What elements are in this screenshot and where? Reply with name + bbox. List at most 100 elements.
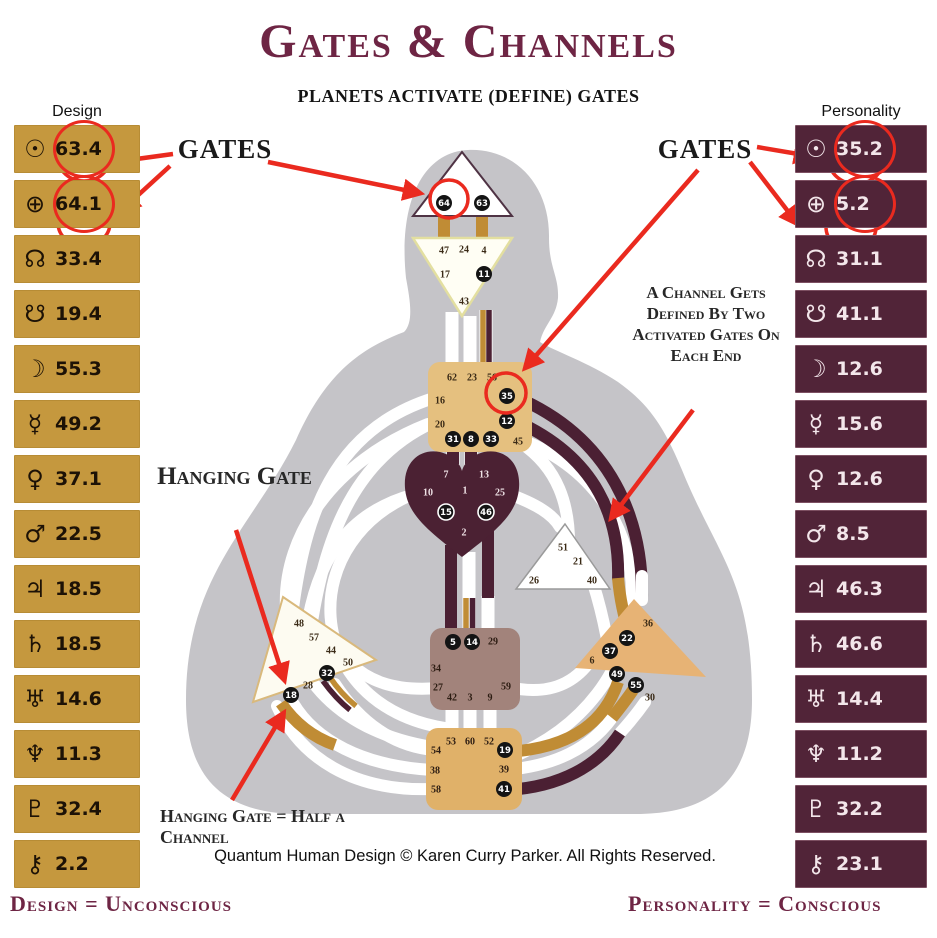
design-row-jupiter: ♃18.5 — [14, 565, 140, 613]
personality-gate-value: 12.6 — [836, 468, 883, 490]
design-gate-value: 33.4 — [55, 248, 102, 270]
gate-33-number: 33 — [485, 435, 497, 445]
personality-row-sun: ☉ 35.2 — [795, 120, 927, 178]
gate-55-number: 55 — [630, 681, 642, 691]
mercury-symbol: ☿ — [27, 410, 43, 438]
design-column: ☉63.4⊕64.1☊33.4☋19.4☽55.3☿49.2♀37.1♂22.5… — [14, 120, 140, 888]
gate-51-number: 51 — [558, 543, 568, 554]
personality-gate-value: 35.2 — [836, 138, 883, 160]
personality-gate-value: 14.4 — [836, 688, 883, 710]
saturn-symbol: ♄ — [805, 630, 827, 658]
gate-53-number: 53 — [446, 737, 456, 748]
design-row-uranus: ♅14.6 — [14, 675, 140, 723]
sun-symbol: ☉ — [805, 135, 827, 163]
throat-center — [428, 362, 532, 452]
gate-11-number: 11 — [478, 270, 490, 280]
gate-5-activated — [445, 634, 461, 650]
design-column-header: Design — [52, 103, 102, 120]
moon-symbol: ☽ — [24, 355, 46, 383]
red-circle-throat-gate-35 — [484, 371, 528, 415]
design-gate-value: 37.1 — [55, 468, 102, 490]
gate-36-number: 36 — [643, 619, 653, 630]
mars-symbol: ♂ — [24, 520, 46, 548]
chiron-symbol: ⚷ — [807, 850, 825, 878]
gate-15-activated — [437, 503, 455, 521]
neptune-symbol: ♆ — [805, 740, 827, 768]
gate-32-number: 32 — [321, 669, 333, 679]
gate-18-activated — [283, 687, 299, 703]
pluto-symbol: ♇ — [24, 795, 46, 823]
personality-gate-value: 8.5 — [836, 523, 870, 545]
gate-39-number: 39 — [499, 765, 509, 776]
design-gate-value: 18.5 — [55, 633, 102, 655]
gate-45-number: 45 — [513, 437, 523, 448]
page-title: Gates & Channels — [259, 15, 678, 68]
neptune-symbol: ♆ — [24, 740, 46, 768]
earth-symbol: ⊕ — [805, 190, 827, 218]
personality-row-jupiter: ♃ 46.3 — [795, 565, 927, 613]
page-subtitle: PLANETS ACTIVATE (DEFINE) GATES — [297, 86, 640, 106]
gate-44-number: 44 — [326, 646, 336, 657]
gate-52-number: 52 — [484, 737, 494, 748]
gate-4-number: 4 — [482, 246, 487, 257]
gate-5-number: 5 — [450, 638, 456, 648]
personality-gate-value: 41.1 — [836, 303, 883, 325]
gate-40-number: 40 — [587, 576, 597, 587]
personality-column-header: Personality — [821, 103, 901, 120]
design-gate-value: 11.3 — [55, 743, 102, 765]
hanging-gate-label: Hanging Gate — [157, 463, 312, 490]
earth-symbol: ⊕ — [24, 190, 46, 218]
gate-10-number: 10 — [423, 488, 433, 499]
jupiter-symbol: ♃ — [805, 575, 827, 603]
footer-personality: Personality = Conscious — [628, 891, 882, 916]
gate-31-activated — [445, 431, 461, 447]
gate-31-number: 31 — [447, 435, 459, 445]
gate-14-number: 14 — [466, 638, 478, 648]
gate-37-number: 37 — [604, 647, 616, 657]
gate-19-activated — [497, 742, 513, 758]
gate-63-number: 63 — [476, 199, 488, 209]
personality-row-pluto: ♇32.2 — [795, 785, 927, 833]
personality-gate-value: 46.3 — [836, 578, 883, 600]
design-row-saturn: ♄18.5 — [14, 620, 140, 668]
design-row-neptune: ♆ 11.3 — [14, 730, 140, 778]
design-row-pluto: ♇ 32.4 — [14, 785, 140, 833]
design-row-venus: ♀37.1 — [14, 455, 140, 503]
design-gate-value: 2.2 — [55, 853, 89, 875]
gate-6-number: 6 — [590, 656, 595, 667]
personality-gate-value: 5.2 — [836, 193, 870, 215]
gate-49-activated — [609, 666, 625, 682]
gate-50-number: 50 — [343, 658, 353, 669]
gate-38-number: 38 — [430, 766, 440, 777]
gate-27-number: 27 — [433, 683, 443, 694]
gate-18-number: 18 — [285, 691, 297, 701]
gate-3-number: 3 — [468, 693, 473, 704]
gate-12-activated — [499, 413, 515, 429]
arrow-hanging-gate-note — [230, 708, 287, 802]
design-row-mercury: ☿ 49.2 — [14, 400, 140, 448]
gate-57-number: 57 — [309, 633, 319, 644]
red-circle-head-gate-64 — [428, 178, 470, 220]
design-gate-value: 32.4 — [55, 798, 102, 820]
gate-32-activated — [319, 665, 335, 681]
gate-55-activated — [628, 677, 644, 693]
gate-15-number: 15 — [440, 508, 452, 518]
gate-60-number: 60 — [465, 737, 475, 748]
gate-59-number: 59 — [501, 682, 511, 693]
gate-26-number: 26 — [529, 576, 539, 587]
design-gate-value: 14.6 — [55, 688, 102, 710]
gate-35-activated — [499, 388, 515, 404]
hanging-gate-note: Hanging Gate = Half a Channel — [160, 806, 345, 847]
gates-label-right: GATES — [657, 134, 753, 164]
gate-35-number: 35 — [501, 392, 513, 402]
arrow-gates-to-throat — [521, 168, 700, 372]
design-gate-value: 64.1 — [55, 193, 102, 215]
design-gate-value: 49.2 — [55, 413, 102, 435]
